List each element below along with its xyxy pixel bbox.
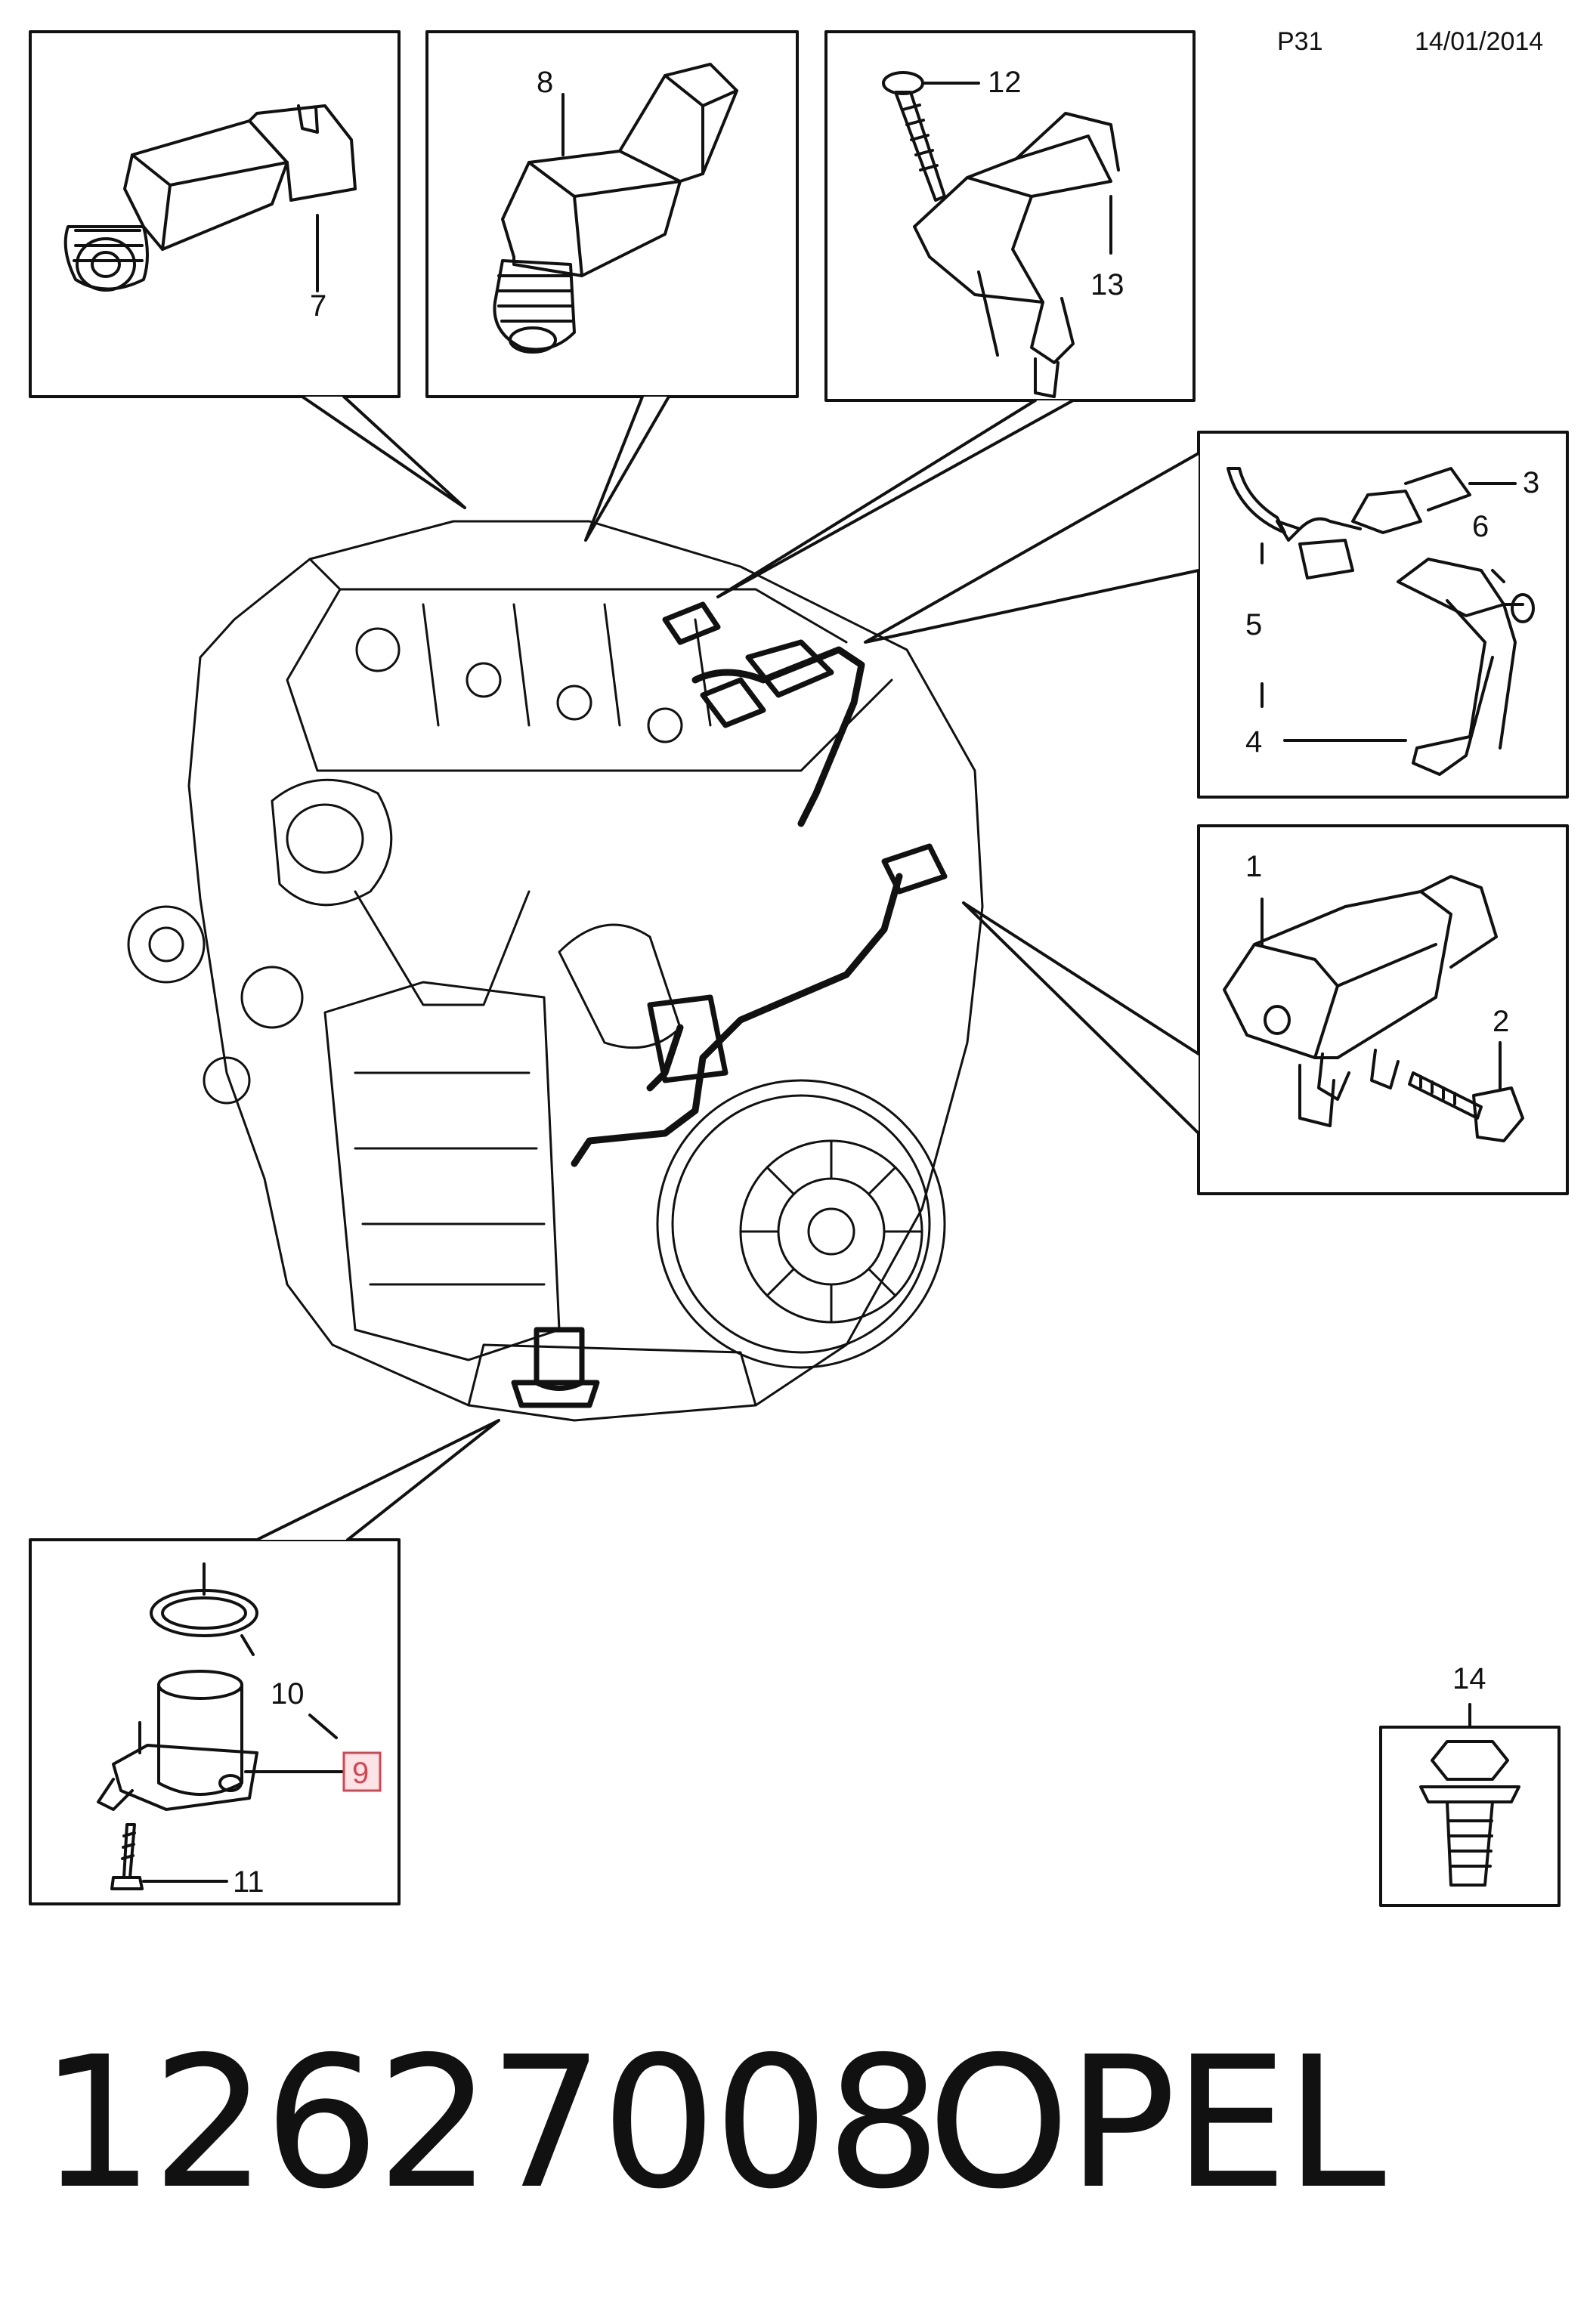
brand-name: OPEL [927,2017,1386,2229]
detail-box-part-7 [29,30,466,509]
bolt-14[interactable] [1419,1740,1520,1887]
bracket-4[interactable] [1283,558,1517,776]
oil-pressure-sensor-8[interactable] [493,63,738,354]
detail-box-parts-1-2 [962,824,1569,1195]
callout-9-highlight [342,1751,382,1792]
part-number: 12627008 [39,2017,942,2229]
oil-pressure-switch-7[interactable] [63,104,357,292]
callout-labels: 7 8 12 13 3 6 5 4 1 2 10 9 11 14 [233,66,1539,1899]
callout-1: 1 [1245,850,1262,883]
callout-11: 11 [233,1865,264,1899]
oil-level-sensor-9[interactable] [97,1670,345,1811]
diagram-date: 14/01/2014 [1415,27,1544,56]
detail-box-parts-9-11 [29,1419,500,1905]
detail-box-parts-3-6 [864,431,1569,799]
engine-assembly[interactable] [127,520,984,1422]
engine-sensor-markers [511,601,948,1408]
bolt-2[interactable] [1408,1041,1524,1142]
engine-wiring-harness[interactable] [571,646,903,1167]
seal-ring-10[interactable] [150,1562,258,1656]
callout-6: 6 [1472,510,1489,543]
callout-8: 8 [537,66,553,99]
callout-10: 10 [271,1677,305,1711]
callout-5: 5 [1245,608,1262,641]
callout-13: 13 [1090,268,1124,301]
callout-2: 2 [1493,1005,1509,1038]
callout-14: 14 [1452,1662,1486,1695]
callout-12: 12 [988,66,1022,99]
detail-box-parts-12-13 [716,30,1196,598]
bolt-11[interactable] [110,1823,228,1890]
screw-12[interactable] [882,71,980,202]
exhaust-pressure-sensor-1[interactable] [1223,875,1498,1127]
bolt-6[interactable] [1491,569,1535,623]
detail-box-part-14 [1379,1703,1561,1907]
callout-3: 3 [1523,466,1539,499]
wiring-harness-3[interactable] [1298,467,1517,579]
detail-box-part-8 [425,30,799,542]
callout-9[interactable]: 9 [352,1757,369,1790]
page-reference: P31 [1277,27,1323,56]
callout-4: 4 [1245,725,1262,759]
cable-tie-5[interactable] [1227,467,1301,708]
boost-pressure-sensor-13[interactable] [913,112,1120,398]
callout-7: 7 [310,289,326,323]
